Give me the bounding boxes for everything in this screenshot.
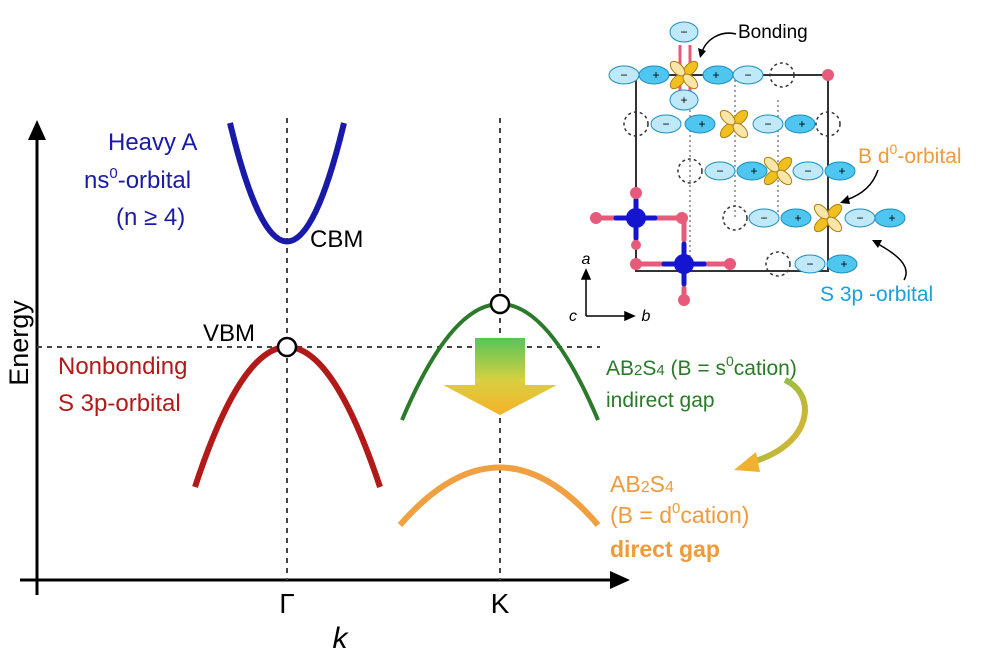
nonbonding-label: Nonbonding S 3p-orbital xyxy=(58,353,187,417)
inset-empty-sites xyxy=(623,62,841,277)
inset-axis-a: a xyxy=(582,251,591,268)
b-orbital-label: B d0-orbital xyxy=(858,141,962,168)
transition-curve-arrowhead xyxy=(734,452,760,472)
atom-pink xyxy=(630,258,642,270)
vbm-label: VBM xyxy=(203,320,255,347)
heavy-a-line1: Heavy A xyxy=(108,129,197,156)
svg-text:−: − xyxy=(764,117,771,131)
y-axis-label: Energy xyxy=(4,300,34,386)
d0-label: AB2S4 (B = d0cation) direct gap xyxy=(610,471,749,562)
b-orbital-callout-arrow xyxy=(845,169,879,201)
nonbonding-line2: S 3p-orbital xyxy=(58,390,181,417)
orbital-signs: − + − + + − − + − + − + − + − + − + − + xyxy=(620,25,895,271)
svg-text:+: + xyxy=(750,164,757,178)
y-axis-arrowhead xyxy=(28,120,46,140)
heavy-a-line2: ns0-orbital xyxy=(84,165,191,194)
s-orbital-callout-arrowhead xyxy=(872,240,882,248)
s-orbital-label: S 3p -orbital xyxy=(820,283,933,306)
nonbonding-line1: Nonbonding xyxy=(58,353,187,380)
s0-line1: AB2S4 (B = s0cation) xyxy=(606,353,797,380)
s0-line2: indirect gap xyxy=(606,389,715,412)
inset-axis-b: b xyxy=(642,308,651,325)
atom-pink xyxy=(631,240,641,250)
cbm-label: CBM xyxy=(310,226,363,253)
svg-text:+: + xyxy=(794,211,801,225)
svg-text:−: − xyxy=(804,164,811,178)
bonding-label: Bonding xyxy=(738,22,808,43)
d0-line2: (B = d0cation) xyxy=(610,500,749,528)
svg-text:+: + xyxy=(652,68,659,82)
svg-text:−: − xyxy=(662,117,669,131)
tick-label-gamma: Γ xyxy=(279,588,294,619)
svg-text:+: + xyxy=(698,117,705,131)
x-axis-label: k xyxy=(333,622,350,655)
bonding-callout-arrow xyxy=(701,32,737,53)
conduction-band-blue xyxy=(227,122,347,245)
inset-axes xyxy=(580,268,636,322)
svg-text:+: + xyxy=(838,164,845,178)
svg-text:−: − xyxy=(680,25,687,39)
s0-label: AB2S4 (B = s0cation) indirect gap xyxy=(606,353,797,412)
b-orbital-callout-arrowhead xyxy=(840,195,850,204)
atom-pink xyxy=(822,69,834,81)
transition-curve-arrow xyxy=(751,377,808,465)
atom-pink xyxy=(678,294,690,306)
svg-text:−: − xyxy=(620,68,627,82)
atom-pink xyxy=(630,187,642,199)
inset-atoms xyxy=(590,69,834,306)
svg-text:−: − xyxy=(744,68,751,82)
svg-text:+: + xyxy=(840,257,847,271)
heavy-a-label: Heavy A ns0-orbital (n ≥ 4) xyxy=(84,129,197,231)
atom-pink xyxy=(724,258,736,270)
svg-text:−: − xyxy=(806,257,813,271)
valence-band-orange xyxy=(397,464,601,527)
svg-text:+: + xyxy=(712,68,719,82)
svg-text:+: + xyxy=(798,117,805,131)
axes xyxy=(20,120,630,595)
gap-shift-arrow xyxy=(443,338,557,415)
svg-text:−: − xyxy=(856,211,863,225)
svg-text:−: − xyxy=(716,164,723,178)
atom-blue xyxy=(626,208,646,228)
crystal-inset: − + − + + − − + − + − + − + − + − + − + xyxy=(569,21,962,325)
svg-text:+: + xyxy=(680,93,687,107)
tick-label-k: K xyxy=(491,588,510,619)
atom-pink xyxy=(590,212,602,224)
x-axis-arrowhead xyxy=(610,571,630,589)
vbm-marker xyxy=(276,336,298,358)
p-orbitals xyxy=(608,21,906,274)
svg-text:+: + xyxy=(888,211,895,225)
s-orbital-callout-arrow xyxy=(877,243,907,281)
svg-text:−: − xyxy=(760,211,767,225)
k-point-marker xyxy=(489,293,511,315)
inset-axis-c: c xyxy=(569,308,577,325)
d0-line1: AB2S4 xyxy=(610,471,674,497)
atom-blue xyxy=(674,254,694,274)
bonding-callout-arrowhead xyxy=(698,48,706,58)
d-orbitals xyxy=(669,60,843,233)
heavy-a-line3: (n ≥ 4) xyxy=(116,204,185,231)
d0-line3: direct gap xyxy=(610,536,720,562)
inset-bonds-pink xyxy=(593,190,733,303)
atom-pink xyxy=(676,212,688,224)
